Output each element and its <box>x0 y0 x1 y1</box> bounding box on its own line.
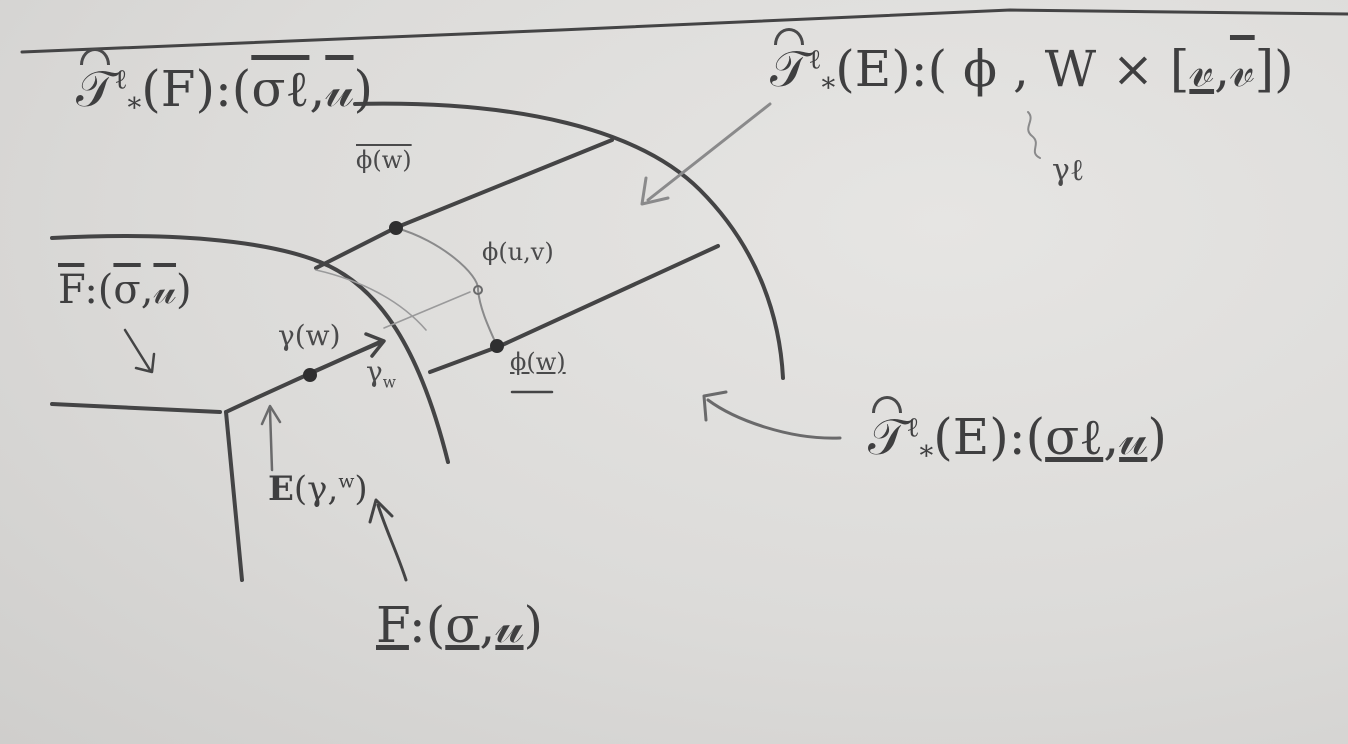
thin-inner-curve <box>315 269 427 331</box>
label-tangent-e-top-close: ]) <box>1254 40 1294 98</box>
arrow-fund-shaft <box>376 503 408 582</box>
label-f-bar: F:(σ,𝓊) <box>58 270 192 310</box>
label-tangent-e-right-comma: , <box>1103 408 1120 466</box>
label-f-under-comma: , <box>479 596 496 654</box>
label-tangent-f-symbol: 𝒯 <box>76 60 115 118</box>
point-gamma-w <box>303 368 317 382</box>
arrow-e-shaft <box>268 408 274 472</box>
label-tangent-f-u: 𝓊 <box>325 60 354 118</box>
arrow-te-right-shaft <box>706 398 842 440</box>
label-tangent-e-right-sigma: σℓ <box>1045 408 1104 466</box>
label-gamma-sub-w-sym: γ <box>366 355 383 388</box>
label-tangent-f: 𝒯ℓ*(F):(σℓ,𝓊) <box>76 64 373 123</box>
label-f-under-u: 𝓊 <box>495 596 524 654</box>
label-f-bar-u: 𝓊 <box>153 267 177 313</box>
label-gamma-ell: γℓ <box>1052 153 1085 188</box>
squiggle-gamma-ell <box>1027 111 1041 159</box>
label-tangent-e-top-sup: ℓ <box>808 43 822 76</box>
arrow-fund-head <box>368 498 394 524</box>
label-f-bar-rest: :( <box>84 267 114 313</box>
label-f-under: F:(σ,𝓊) <box>376 600 543 650</box>
label-tangent-e-top-sub: * <box>821 72 836 104</box>
label-tangent-e-right-sub: * <box>919 440 934 472</box>
label-gamma-sub-w-idx: w <box>382 373 396 392</box>
top-boundary-line <box>20 8 1348 54</box>
label-e-gamma-w-close: ) <box>354 469 368 509</box>
label-f-under-sigma: σ <box>445 596 480 654</box>
label-tangent-f-rest: (F):( <box>141 60 252 118</box>
label-gamma-w: γ(w) <box>278 319 341 352</box>
arrow-gamma-shaft <box>303 340 384 377</box>
arrow-f-head <box>134 352 156 374</box>
base-edge-vertical <box>224 410 244 582</box>
label-e-gamma-w-e: E <box>268 469 294 509</box>
point-phi-uv <box>473 285 483 295</box>
label-tangent-e-top-vup: 𝓋 <box>1229 40 1255 98</box>
label-e-gamma-w-w: w <box>338 471 355 493</box>
label-f-bar-f: F <box>58 267 85 313</box>
label-tangent-e-right: 𝒯ℓ*(E):(σℓ,𝓊) <box>868 412 1167 471</box>
label-f-bar-comma: , <box>140 267 154 313</box>
arrow-e-head <box>260 404 282 426</box>
face-f-outer-curve <box>50 234 450 464</box>
label-f-bar-sigma: σ <box>113 267 141 313</box>
label-tangent-e-top-vlow: 𝓋 <box>1189 40 1215 98</box>
arrow-te-top-head <box>640 176 670 206</box>
label-tangent-e-right-sup: ℓ <box>906 411 920 444</box>
label-tangent-e-right-rest: (E):( <box>933 408 1046 466</box>
label-phi-uv: ϕ(u,v) <box>482 238 554 266</box>
label-f-under-close: ) <box>523 596 544 654</box>
label-tangent-f-comma: , <box>309 60 326 118</box>
arrow-te-top-shaft <box>646 102 772 202</box>
point-phi-under-w <box>490 339 504 353</box>
label-tangent-e-top-rest: (E):( ϕ , W × [ <box>835 40 1190 98</box>
label-f-under-rest: :( <box>408 596 446 654</box>
label-tangent-e-right-close: ) <box>1147 408 1167 466</box>
label-tangent-f-sup: ℓ <box>114 63 128 96</box>
arrow-gamma-head <box>364 332 386 358</box>
label-e-gamma-w: E(γ,w) <box>268 472 368 506</box>
label-e-gamma-w-rest: (γ, <box>293 469 339 509</box>
label-tangent-e-right-symbol: 𝒯 <box>868 408 907 466</box>
outer-arc <box>353 101 785 380</box>
label-tangent-e-right-u: 𝓊 <box>1119 408 1148 466</box>
point-phi-bar-w <box>389 221 403 235</box>
arrow-f-shaft <box>123 328 152 372</box>
label-phi-under-w: ϕ(w) <box>510 348 566 376</box>
label-tangent-e-top-comma: , <box>1214 40 1230 98</box>
label-tangent-e-top-symbol: 𝒯 <box>770 40 809 98</box>
label-tangent-f-sigma: σℓ <box>251 60 310 118</box>
label-f-bar-close: ) <box>176 267 192 313</box>
label-tangent-f-close: ) <box>353 60 374 118</box>
label-phi-bar-w: ϕ(w) <box>356 146 412 174</box>
thin-diag-line <box>383 291 471 329</box>
arrow-te-right-head <box>702 390 728 422</box>
base-edge-left <box>50 402 222 414</box>
phi-uv-curve <box>395 227 498 347</box>
label-f-under-f: F <box>376 596 409 654</box>
label-tangent-e-top: 𝒯ℓ*(E):( ϕ , W × [𝓋,𝓋]) <box>770 44 1294 103</box>
lower-edge-line <box>428 244 720 374</box>
label-gamma-sub-w: γw <box>366 358 396 391</box>
label-tangent-f-sub: * <box>127 92 142 124</box>
